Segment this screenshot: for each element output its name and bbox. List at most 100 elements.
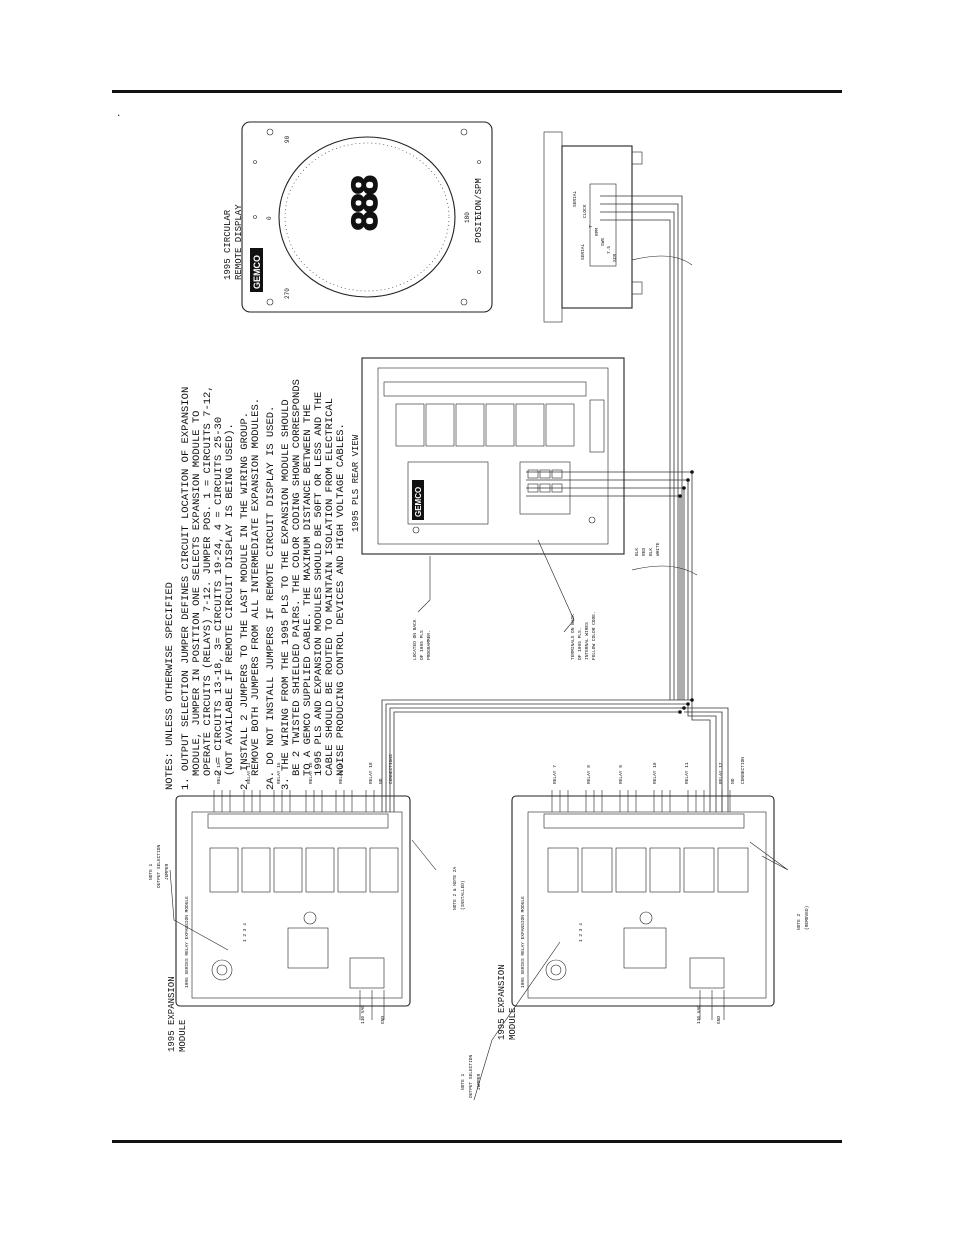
remote-display-logo: GEMCO: [250, 248, 263, 292]
note-line-13: CABLE SHOULD BE ROUTED TO MAINTAIN ISOLA…: [324, 398, 336, 776]
wiring-diagram: . 888 270 90 0 180 POSITION/SPM GEMCO: [112, 100, 842, 1130]
svg-text:RELAY 12: RELAY 12: [718, 762, 724, 784]
module-bottom-jumper-text: 1 2 3 4: [578, 923, 584, 942]
module-top-power-terminals: [349, 957, 385, 989]
module-top-board-label: 1995 SERIES RELAY EXPANSION MODULE: [184, 896, 190, 988]
side-term-7-label: 7: [588, 225, 594, 228]
module-top-board: [175, 795, 411, 1007]
svg-text:RELAY 17: RELAY 17: [338, 762, 344, 784]
module-bottom-terminal-arrows: [551, 790, 731, 812]
pls-terminals-note: TERMINALS ON BACK OF 1995 PLS. INTERNAL …: [570, 611, 597, 660]
svg-text:RELAY 18: RELAY 18: [368, 762, 374, 784]
module-top-toroid: [211, 959, 233, 981]
notes-heading: NOTES: UNLESS OTHERWISE SPECIFIED: [164, 582, 176, 790]
pls-title: 1995 PLS REAR VIEW: [351, 434, 361, 532]
module-bottom-label-2: MODULE: [508, 1008, 518, 1040]
note-line-7: REMOVE BOTH JUMPERS FROM ALL INTERMEDIAT…: [250, 398, 262, 776]
module-top-relays: [209, 847, 399, 893]
note-line-12: 1995 PLS AND EXPANSION MODULES SHOULD BE…: [313, 392, 325, 776]
pls-label-plate: [407, 461, 489, 525]
note-line-1: 1. OUTPUT SELECTION JUMPER DEFINES CIRCU…: [180, 387, 192, 790]
svg-text:LOCATED ON BACK: LOCATED ON BACK: [412, 619, 418, 660]
svg-text:RELAY 10: RELAY 10: [652, 762, 658, 784]
note-line-14: NOISE PRODUCING CONTROL DEVICES AND HIGH…: [335, 423, 347, 776]
module-bottom-toroid: [545, 959, 567, 981]
svg-text:INTERNAL WIRES: INTERNAL WIRES: [584, 622, 590, 660]
svg-text:WHITE: WHITE: [655, 542, 661, 556]
svg-text:BLK: BLK: [648, 548, 654, 556]
expansion-module-bottom: 1995 SERIES RELAY EXPANSION MODULE 1 2 3…: [460, 698, 810, 1101]
svg-text:TERMINALS ON BACK: TERMINALS ON BACK: [570, 614, 576, 660]
notes-block: NOTES: UNLESS OTHERWISE SPECIFIED 1. OUT…: [164, 379, 347, 790]
module-top-cable: [381, 699, 692, 812]
remote-display-digits: 888: [344, 176, 385, 231]
pls-rear-view: GEMCO 1995 PLS REAR VIEW BLK RED BLK WHI…: [351, 357, 694, 700]
side-term-clock-label: CLOCK: [582, 204, 588, 218]
dial-label-270: 270: [284, 288, 291, 299]
svg-text:RELAY 7: RELAY 7: [552, 765, 558, 784]
remote-display: 888 270 90 0 180 POSITION/SPM GEMCO 1995…: [223, 121, 493, 313]
note-line-8: 2A. DO NOT INSTALL JUMPERS IF REMOTE CIR…: [265, 406, 277, 790]
remote-display-title-2: REMOTE DISPLAY: [234, 204, 244, 280]
note-line-4: 2 = CIRCUITS 13-18, 3= CIRCUITS 19-24, 4…: [213, 417, 225, 776]
pls-housing: [361, 357, 625, 555]
module-bottom-terminal-strip: [543, 813, 745, 829]
dial-label-0: 0: [266, 216, 273, 220]
module-bottom-transformer: [623, 927, 667, 969]
svg-text:CONNECTION: CONNECTION: [740, 757, 746, 784]
module-bottom-relays: [547, 847, 749, 893]
svg-text:FOLLOW COLOR CODE.: FOLLOW COLOR CODE.: [591, 611, 597, 660]
module-top-transformer: [287, 927, 329, 969]
svg-text:RELAY 13: RELAY 13: [216, 762, 222, 784]
diagram-canvas: . 888 270 90 0 180 POSITION/SPM GEMCO: [116, 109, 810, 1101]
note-line-2: MODULE, JUMPER IN POSITION ONE SELECTS E…: [191, 411, 203, 776]
remote-display-dial: [278, 136, 456, 298]
svg-text:RELAY 15: RELAY 15: [276, 762, 282, 784]
dial-label-90: 90: [284, 135, 291, 143]
module-top-jumper-text: 1 2 3 4: [242, 923, 248, 942]
module-top-relay-labels: RELAY 13 RELAY 14 RELAY 15 RELAY 16 RELA…: [216, 754, 394, 784]
pls-cable: [526, 470, 694, 700]
svg-text:NO: NO: [730, 778, 736, 784]
svg-text:GND: GND: [380, 1016, 386, 1024]
side-term-serial-label: SERIAL: [572, 190, 578, 207]
module-top-terminal-strip: [207, 813, 389, 829]
svg-text:RED: RED: [641, 548, 647, 556]
footer-rule: [112, 1140, 842, 1143]
position-spm-label: POSITION/SPM: [474, 178, 484, 243]
svg-text:110 VAC: 110 VAC: [360, 1005, 366, 1024]
note-line-5: (NOT AVAILABLE IF REMOTE CIRCUIT DISPLAY…: [224, 423, 236, 776]
dial-label-180: 180: [464, 212, 471, 223]
pls-wire-colors: BLK RED BLK WHITE: [634, 542, 661, 556]
note-line-10: BE 2 TWISTED SHIELDED PAIRS. THE COLOR C…: [291, 379, 303, 776]
pls-located-note: LOCATED ON BACK OF 1995 PLS PROGRAMMER.: [412, 619, 432, 660]
svg-text:PROGRAMMER.: PROGRAMMER.: [426, 630, 432, 660]
module-top-power: 110 VAC GND: [360, 1005, 386, 1024]
note-line-9: 3. THE WIRING FROM THE 1995 PLS TO THE E…: [280, 399, 292, 790]
svg-text:OF 1995 PLS: OF 1995 PLS: [419, 630, 425, 660]
module-bottom-end-note-1: NOTE 2: [796, 913, 802, 930]
module-bottom-jumper-note-1: NOTE 1: [460, 1073, 466, 1090]
module-top-terminal-arrows: [213, 790, 375, 812]
svg-text:BLK: BLK: [634, 548, 640, 556]
svg-text:GEMCO: GEMCO: [414, 487, 423, 517]
header-rule: [112, 90, 842, 93]
side-term-serial: SERIAL: [580, 243, 586, 260]
svg-text:OF 1995 PLS.: OF 1995 PLS.: [577, 628, 583, 660]
module-top-end-note-2: (INSTALLED): [460, 880, 466, 910]
svg-text:GND: GND: [716, 1016, 722, 1024]
svg-text:NO: NO: [378, 778, 384, 784]
svg-text:110 VAC: 110 VAC: [696, 1005, 702, 1024]
svg-text:RELAY 14: RELAY 14: [246, 762, 252, 784]
module-top-end-note-1: NOTE 2 & NOTE 2A: [452, 866, 458, 910]
remote-display-panel: [241, 121, 493, 313]
module-bottom-power-terminals: [689, 957, 725, 989]
module-bottom-board: [511, 795, 775, 1007]
side-term-scr-label: SCR: [612, 254, 618, 262]
pls-relay-blocks: [395, 403, 575, 447]
svg-text:CONNECTIONS: CONNECTIONS: [388, 754, 394, 784]
module-top-label-2: MODULE: [178, 1020, 188, 1052]
svg-text:RELAY 11: RELAY 11: [684, 762, 690, 784]
module-bottom-jumper-note-3: JUMPER: [476, 1073, 482, 1090]
remote-display-side-view: SERIAL SERIAL CLOCK 7 RPM SWS 7.5 SCR: [543, 131, 698, 700]
